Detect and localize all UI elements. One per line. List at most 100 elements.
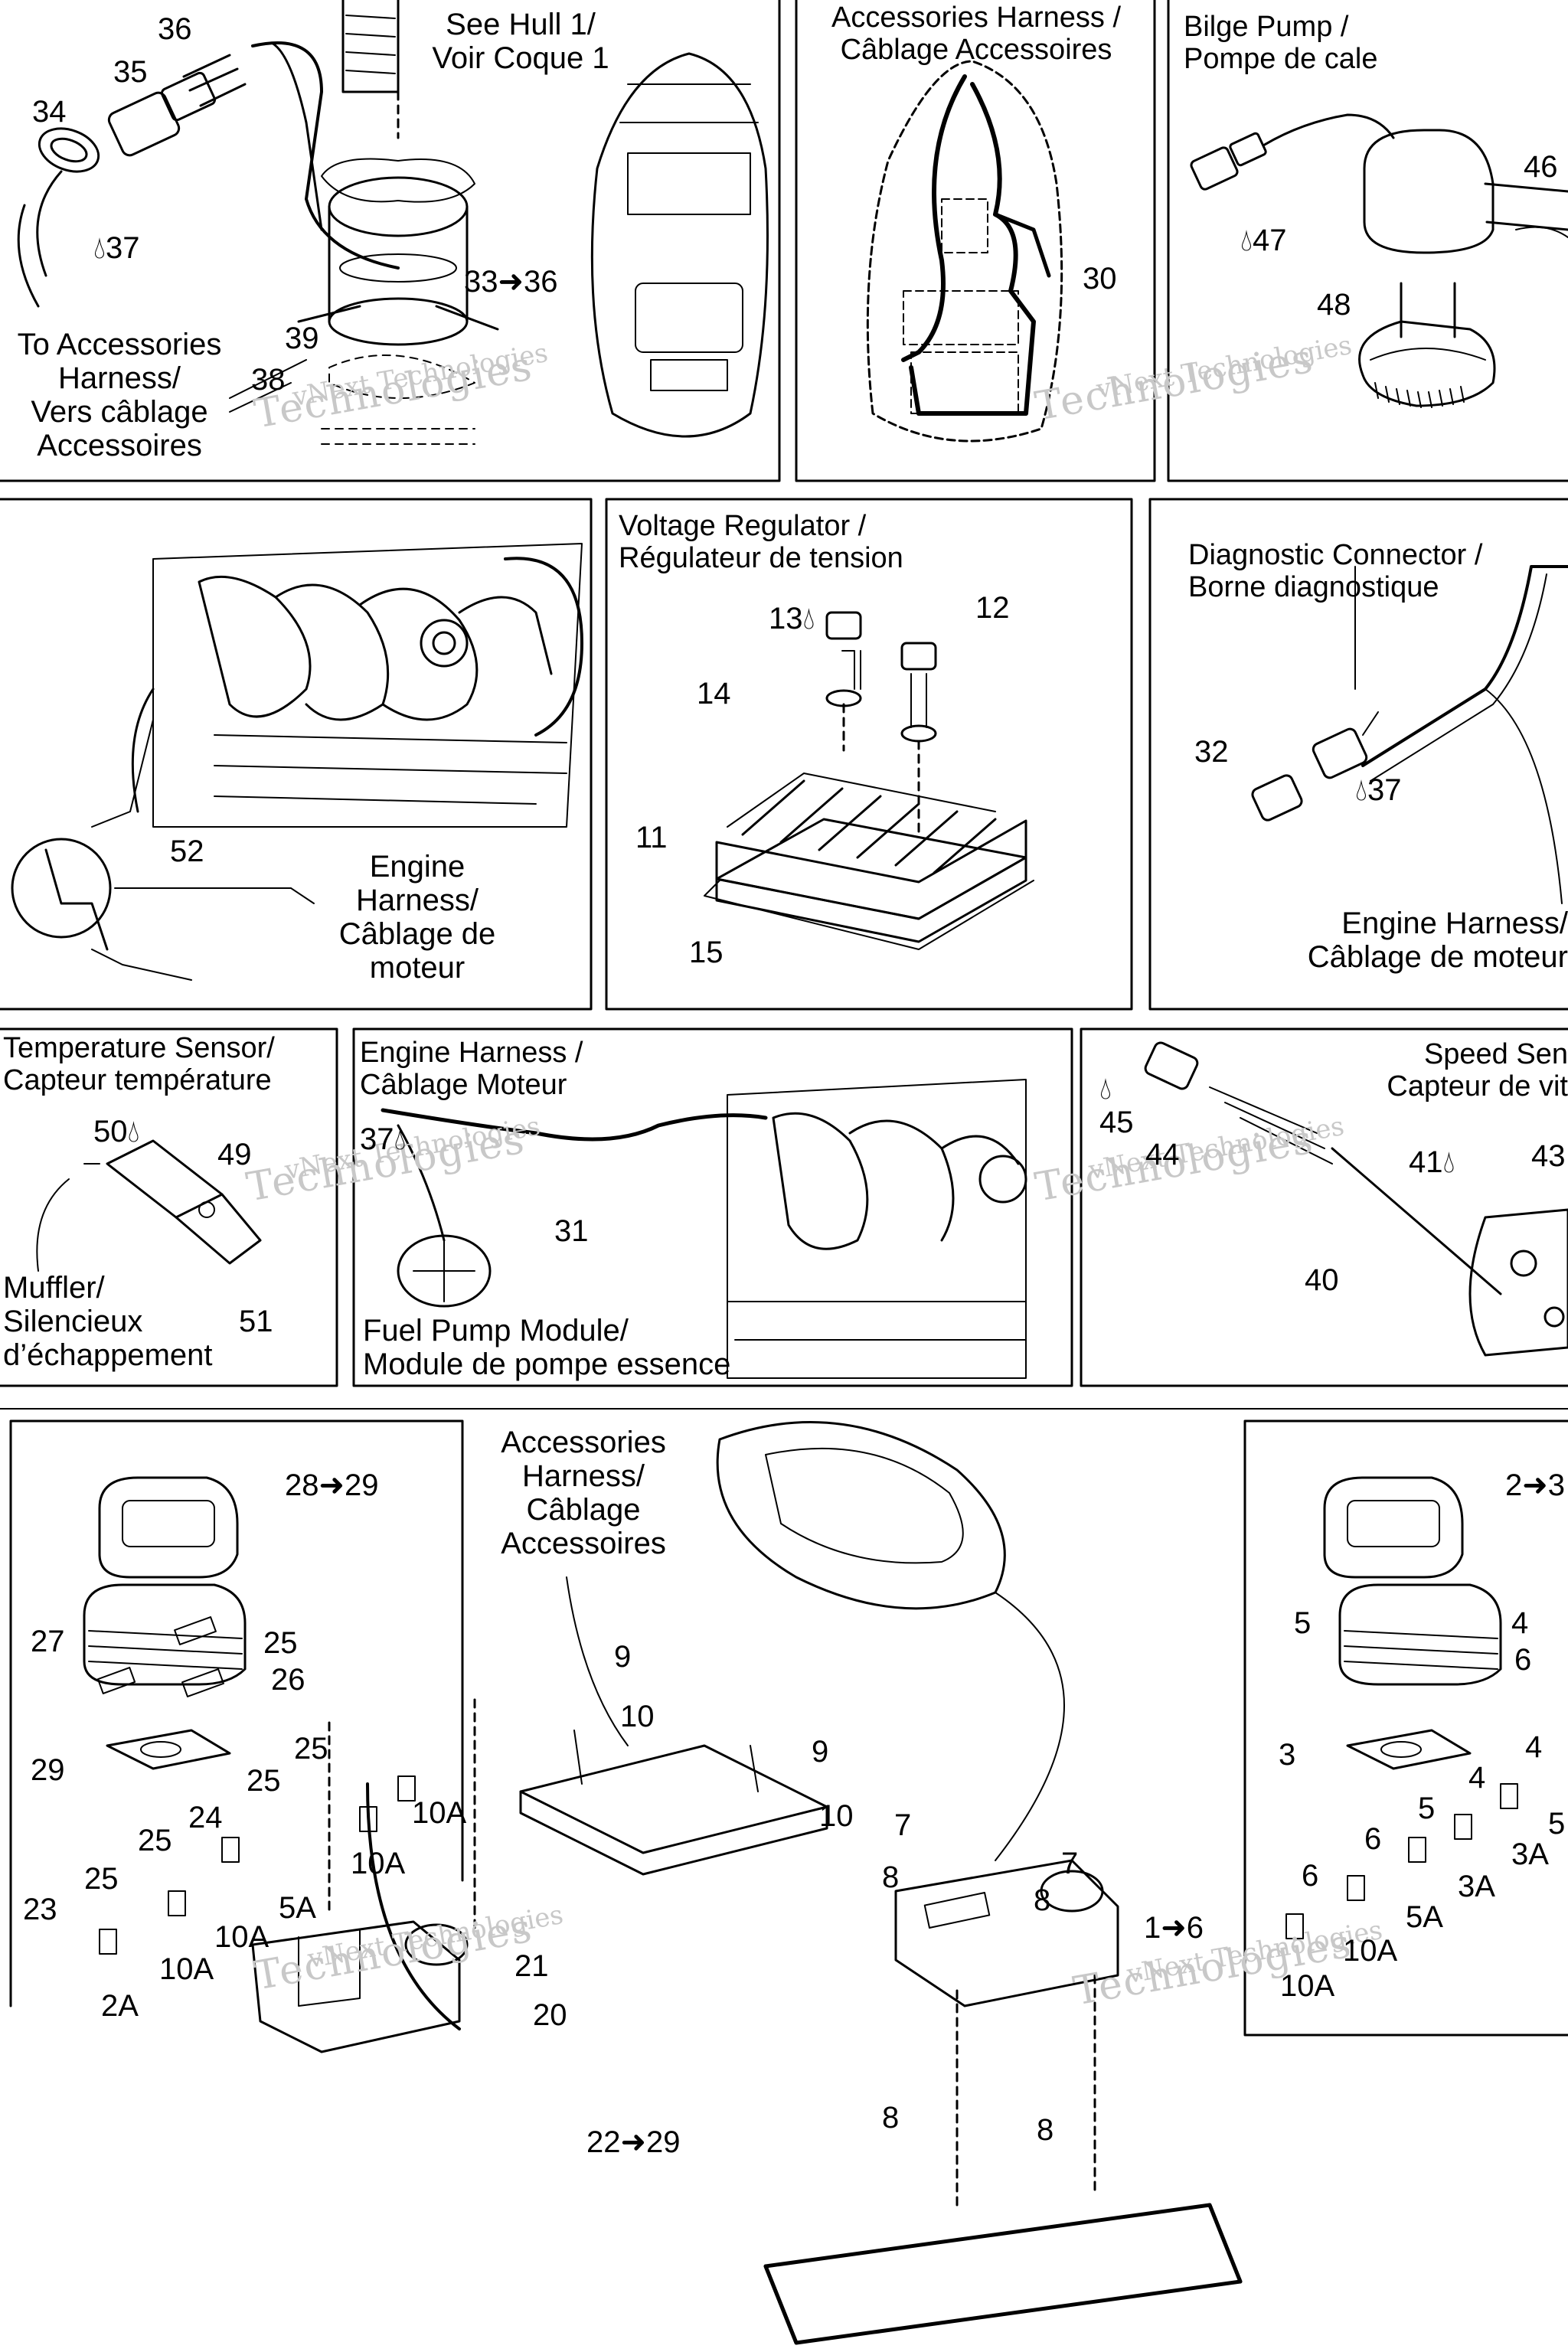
- callout-8: 8: [882, 1860, 900, 1894]
- callout-48: 48: [1317, 288, 1351, 322]
- callout-45: 💧︎45: [1099, 1072, 1134, 1139]
- callout-10: 10: [620, 1700, 655, 1733]
- center-accessories-drawing: [519, 1421, 1243, 2345]
- callout-21: 21: [514, 1949, 549, 1983]
- callout-41: 41💧︎: [1409, 1145, 1455, 1179]
- fuse-rating: 2A: [101, 1989, 139, 2023]
- engine-drawing: [11, 543, 583, 981]
- callout-4: 4: [1511, 1606, 1529, 1640]
- callout-37: 37💧︎: [360, 1122, 407, 1156]
- callout-31: 31: [554, 1214, 589, 1248]
- callout-30: 30: [1083, 262, 1117, 296]
- callout-26: 26: [271, 1663, 305, 1697]
- accessories-harness-drawing: [866, 60, 1063, 443]
- callout-28-29: 28➜29: [285, 1468, 379, 1502]
- callout-47: 💧︎47: [1240, 224, 1287, 257]
- hull-connector-drawing: [17, 0, 499, 445]
- callout-8: 8: [882, 2101, 900, 2135]
- fuse-rating: 5A: [1406, 1900, 1443, 1934]
- bilge-pump-title: Bilge Pump /Pompe de cale: [1184, 11, 1378, 75]
- callout-39: 39: [285, 322, 319, 355]
- callout-50: 50💧︎: [93, 1115, 140, 1148]
- callout-36: 36: [158, 12, 192, 46]
- callout-8: 8: [1037, 2113, 1054, 2147]
- callout-51: 51: [239, 1305, 273, 1338]
- callout-10: 10: [819, 1799, 854, 1833]
- fuel-pump-module-label: Fuel Pump Module/Module de pompe essence: [363, 1314, 731, 1381]
- callout-9: 9: [614, 1640, 632, 1674]
- fuse-rating: 10A: [351, 1847, 406, 1880]
- callout-6: 6: [1302, 1859, 1319, 1893]
- fuse-rating: 10A: [412, 1796, 467, 1830]
- callout-11: 11: [635, 821, 668, 854]
- voltage-regulator-drawing: [704, 611, 1034, 950]
- callout-25: 25: [247, 1764, 281, 1798]
- callout-24: 24: [188, 1801, 223, 1834]
- fuse-rating: 3A: [1511, 1838, 1549, 1871]
- panel-frames: [0, 0, 1568, 2037]
- fuse-rating: 10A: [159, 1952, 214, 1986]
- callout-14: 14: [697, 677, 731, 710]
- engine-harness-label-2: Engine Harness/Câblage de moteur: [1307, 906, 1568, 974]
- callout-2-3: 2➜3: [1505, 1468, 1566, 1502]
- hull-craft-drawing: [590, 52, 769, 438]
- callout-22-29: 22➜29: [586, 2125, 681, 2159]
- see-hull-label: See Hull 1/Voir Coque 1: [432, 8, 609, 75]
- callout-29: 29: [31, 1753, 65, 1787]
- callout-1-6: 1➜6: [1144, 1911, 1204, 1945]
- callout-9: 9: [812, 1735, 829, 1769]
- callout-8: 8: [1034, 1883, 1051, 1917]
- callout-6: 6: [1364, 1822, 1382, 1856]
- callout-7: 7: [894, 1808, 912, 1842]
- fuse-rating: 3A: [1458, 1870, 1495, 1903]
- callout-34: 34: [32, 95, 67, 129]
- callout-5: 5: [1418, 1792, 1436, 1825]
- diagnostic-connector-title: Diagnostic Connector /Borne diagnostique: [1188, 539, 1483, 603]
- callout-27: 27: [31, 1625, 65, 1658]
- callout-35: 35: [113, 55, 148, 89]
- callout-12: 12: [975, 591, 1010, 625]
- temperature-sensor-title: Temperature Sensor/Capteur température: [3, 1032, 275, 1096]
- callout-5: 5: [1294, 1606, 1312, 1640]
- callout-13: 13💧︎: [769, 602, 815, 635]
- callout-20: 20: [533, 1998, 567, 2032]
- callout-3: 3: [1279, 1738, 1296, 1772]
- callout-52: 52: [170, 835, 204, 868]
- engine-harness-drawing: [381, 1079, 1027, 1379]
- voltage-regulator-title: Voltage Regulator /Régulateur de tension: [619, 510, 903, 574]
- callout-7: 7: [1061, 1847, 1079, 1880]
- callout-32: 32: [1194, 735, 1229, 769]
- callout-37: 💧︎37: [1355, 773, 1402, 807]
- fuse-rating: 10A: [1280, 1969, 1335, 2003]
- callout-25: 25: [138, 1824, 172, 1857]
- callout-4: 4: [1525, 1730, 1543, 1764]
- callout-33-36: 33➜36: [464, 265, 558, 299]
- callout-4: 4: [1468, 1761, 1486, 1795]
- callout-40: 40: [1305, 1263, 1339, 1297]
- callout-25: 25: [294, 1732, 328, 1766]
- callout-38: 38: [251, 363, 286, 397]
- callout-49: 49: [217, 1138, 252, 1171]
- callout-6: 6: [1514, 1643, 1532, 1677]
- diagnostic-connector-drawing: [1251, 565, 1568, 904]
- callout-15: 15: [689, 936, 724, 969]
- fuse-rating: 10A: [1343, 1934, 1398, 1968]
- fuse-box-left-drawing: [83, 1476, 476, 2053]
- callout-5: 5: [1548, 1807, 1566, 1841]
- fuse-rating: 10A: [214, 1920, 270, 1954]
- callout-25: 25: [263, 1626, 298, 1660]
- callout-23: 23: [23, 1893, 57, 1926]
- bilge-pump-drawing: [1190, 113, 1568, 408]
- speed-sensor-drawing: [1144, 1041, 1568, 1357]
- callout-37: 💧︎37: [93, 231, 140, 265]
- fuse-box-right-drawing: [1285, 1476, 1518, 1939]
- accessories-harness-title: Accessories Harness /Câblage Accessoires: [831, 2, 1121, 66]
- callout-44: 44: [1145, 1138, 1180, 1171]
- callout-25: 25: [84, 1862, 119, 1896]
